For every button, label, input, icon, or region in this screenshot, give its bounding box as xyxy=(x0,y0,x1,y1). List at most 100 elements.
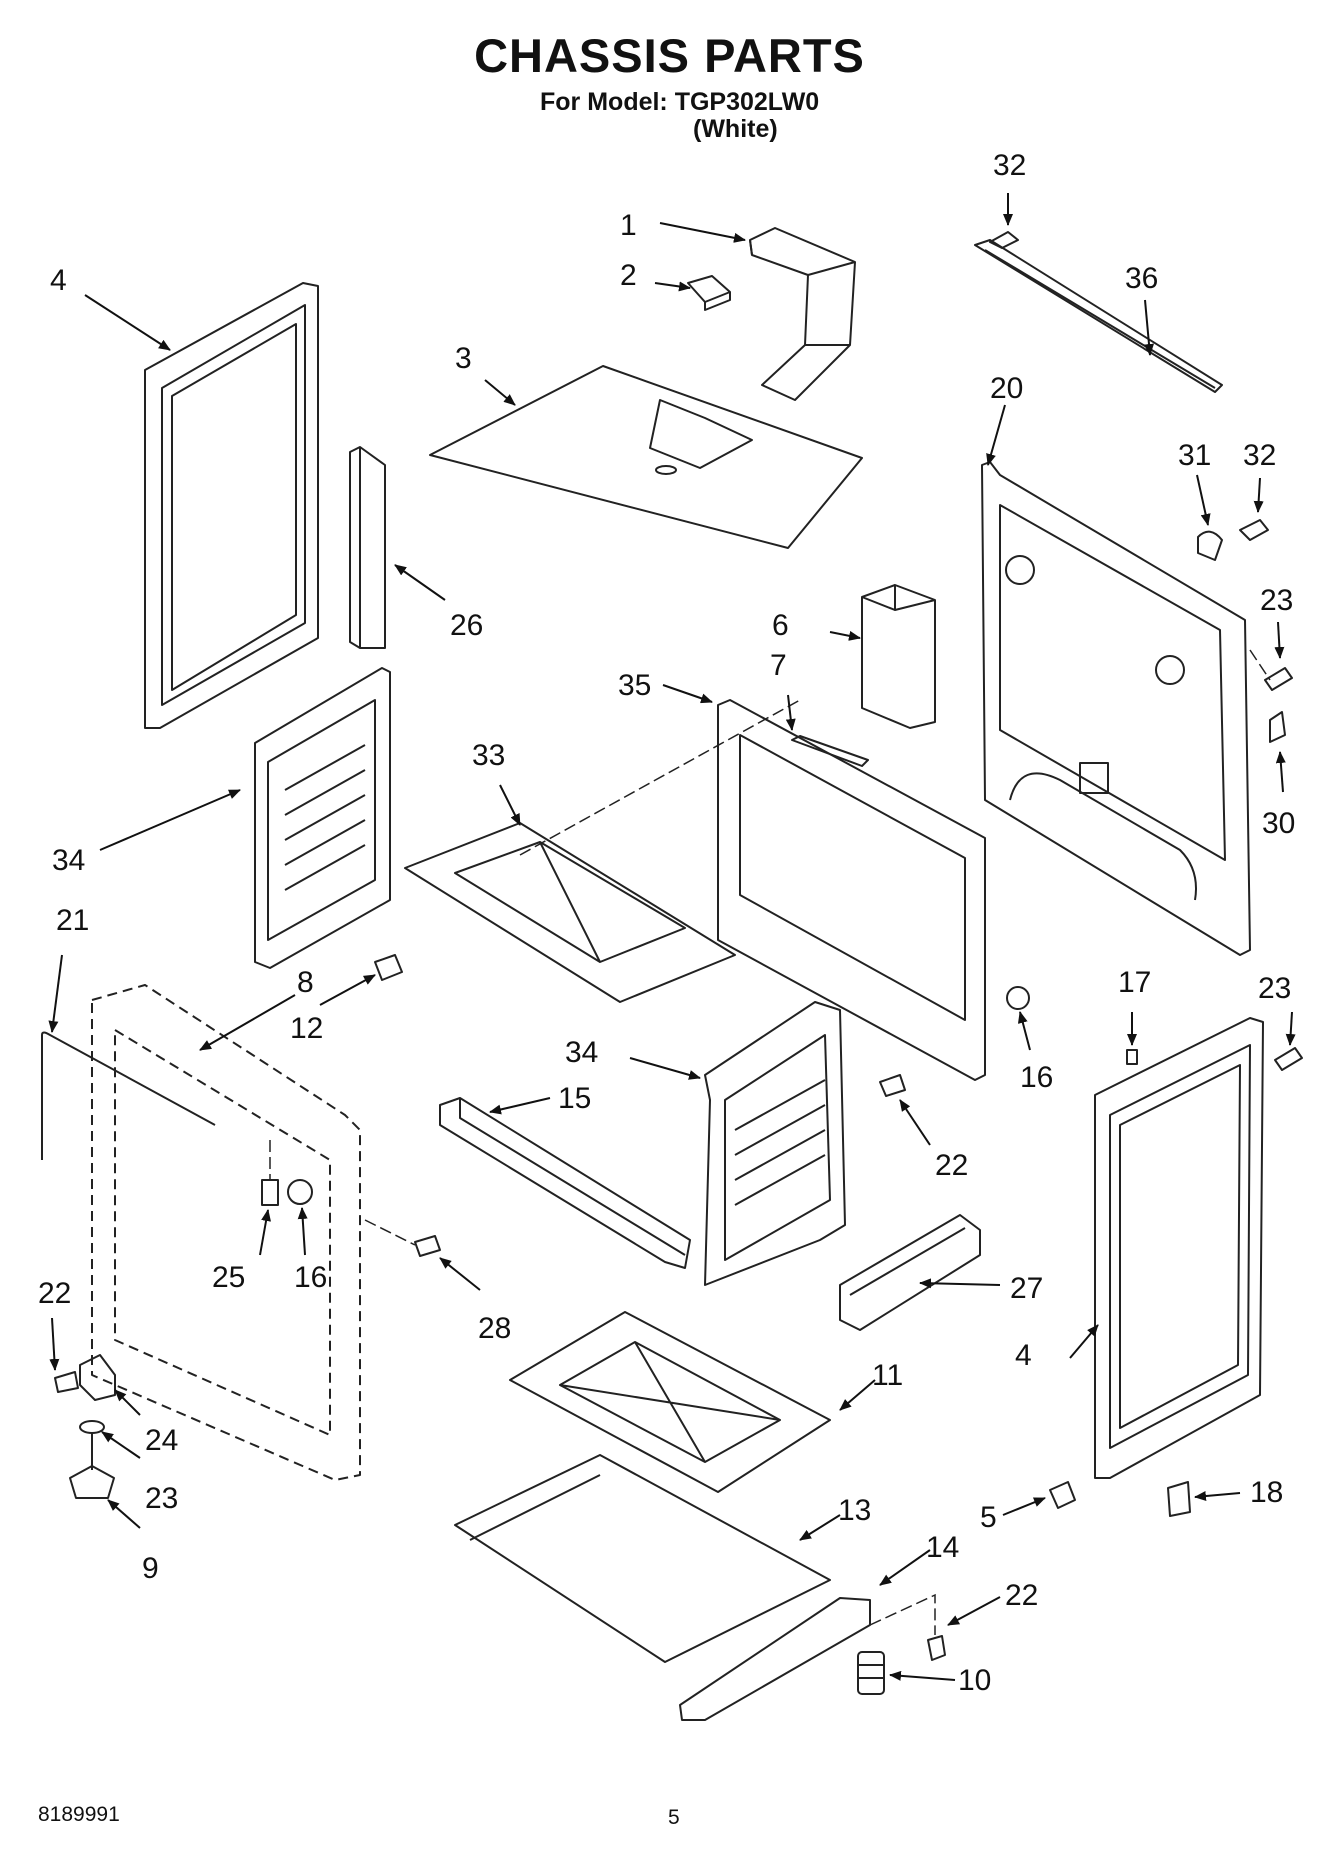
callout-22: 22 xyxy=(1005,1579,1038,1612)
leader-7 xyxy=(785,694,796,731)
leader-26 xyxy=(394,564,446,601)
leader-28 xyxy=(439,1257,481,1291)
leader-5 xyxy=(1002,1497,1046,1516)
part-screw-28 xyxy=(414,1235,441,1257)
part-oven-front-frame xyxy=(717,699,986,1081)
part-side-panel-right xyxy=(1094,1017,1264,1479)
leader-9 xyxy=(107,1499,141,1529)
part-vent-duct xyxy=(749,227,856,401)
part-oven-side-right xyxy=(704,1001,846,1286)
callout-15: 15 xyxy=(558,1082,591,1115)
leader-27 xyxy=(919,1278,1001,1289)
leader-16a xyxy=(1017,1011,1031,1051)
leader-14 xyxy=(879,1549,931,1586)
callout-7: 7 xyxy=(770,649,787,682)
page-number: 5 xyxy=(668,1806,680,1829)
part-screw-23a xyxy=(1264,667,1293,691)
callout-30: 30 xyxy=(1262,807,1295,840)
part-bracket-14 xyxy=(679,1597,871,1721)
part-rail-27 xyxy=(839,1214,981,1331)
callout-10: 10 xyxy=(958,1664,991,1697)
callout-32: 32 xyxy=(993,149,1026,182)
callout-32: 32 xyxy=(1243,439,1276,472)
leader-10 xyxy=(889,1670,956,1681)
part-clip-5 xyxy=(1049,1481,1076,1509)
part-clip-18 xyxy=(1167,1481,1191,1517)
model-line: For Model: TGP302LW0 xyxy=(540,88,820,116)
callout-8: 8 xyxy=(297,966,314,999)
leader-13 xyxy=(799,1514,841,1541)
document-number: 8189991 xyxy=(38,1803,120,1826)
callout-4: 4 xyxy=(50,264,67,297)
callout-1: 1 xyxy=(620,209,637,242)
leader-16b xyxy=(297,1207,308,1256)
leader-15 xyxy=(489,1097,551,1115)
part-screw-32a xyxy=(989,231,1019,249)
part-screw-17 xyxy=(1126,1049,1138,1065)
callout-22: 22 xyxy=(935,1149,968,1182)
part-back-panel xyxy=(981,461,1251,956)
part-screw-32b xyxy=(1239,519,1269,541)
leader-34b xyxy=(629,1057,701,1080)
callout-36: 36 xyxy=(1125,262,1158,295)
part-bracket-26 xyxy=(349,446,386,649)
leader-4a xyxy=(84,294,171,351)
part-clip-2 xyxy=(687,275,731,311)
leader-22c xyxy=(947,1596,1001,1626)
callout-31: 31 xyxy=(1178,439,1211,472)
callout-21: 21 xyxy=(56,904,89,937)
leader-21 xyxy=(48,954,63,1033)
part-strip-7 xyxy=(791,735,869,767)
callout-5: 5 xyxy=(980,1501,997,1534)
part-screw-23b xyxy=(1274,1047,1303,1071)
leader-34a xyxy=(99,789,241,851)
align-line-8-28 xyxy=(364,1219,416,1246)
callout-11: 11 xyxy=(872,1359,903,1392)
part-bottom-shield xyxy=(454,1454,831,1663)
callout-28: 28 xyxy=(478,1312,511,1345)
leader-11 xyxy=(839,1379,876,1411)
align-line-20-23 xyxy=(1249,649,1271,681)
callout-26: 26 xyxy=(450,609,483,642)
callout-13: 13 xyxy=(838,1494,871,1527)
leader-31 xyxy=(1196,474,1211,526)
part-oven-side-left xyxy=(254,667,391,969)
leader-32b xyxy=(1253,477,1264,513)
leader-20 xyxy=(986,404,1006,466)
leader-30 xyxy=(1275,751,1286,793)
leader-8 xyxy=(199,994,296,1051)
leader-23c xyxy=(101,1431,141,1459)
leader-23b xyxy=(1285,1011,1296,1046)
leader-6 xyxy=(829,630,861,641)
part-washer xyxy=(79,1420,105,1434)
part-screw-22b xyxy=(54,1371,79,1393)
callout-6: 6 xyxy=(772,609,789,642)
callout-34: 34 xyxy=(565,1036,598,1069)
callout-14: 14 xyxy=(926,1531,959,1564)
leader-12 xyxy=(319,974,376,1006)
leader-23a xyxy=(1274,621,1285,659)
part-leveling-leg xyxy=(69,1433,115,1499)
callout-16: 16 xyxy=(1020,1061,1053,1094)
callout-35: 35 xyxy=(618,669,651,702)
align-line-14-22 xyxy=(869,1593,936,1635)
callout-25: 25 xyxy=(212,1261,245,1294)
callout-33: 33 xyxy=(472,739,505,772)
callout-2: 2 xyxy=(620,259,637,292)
callout-3: 3 xyxy=(455,342,472,375)
part-front-frame-dashed xyxy=(91,984,361,1481)
leader-25 xyxy=(259,1209,271,1256)
part-broil-pan xyxy=(509,1311,831,1493)
part-clip-12 xyxy=(374,954,403,981)
part-clip-31 xyxy=(1197,530,1223,561)
leader-35 xyxy=(662,684,713,704)
callout-4: 4 xyxy=(1015,1339,1032,1372)
part-screw-22a xyxy=(879,1074,906,1097)
leader-33 xyxy=(499,784,521,826)
part-rail-15 xyxy=(439,1097,691,1269)
part-leveler-10 xyxy=(857,1651,885,1695)
callout-23: 23 xyxy=(1258,972,1291,1005)
part-rod xyxy=(974,239,1223,393)
callout-23: 23 xyxy=(145,1482,178,1515)
